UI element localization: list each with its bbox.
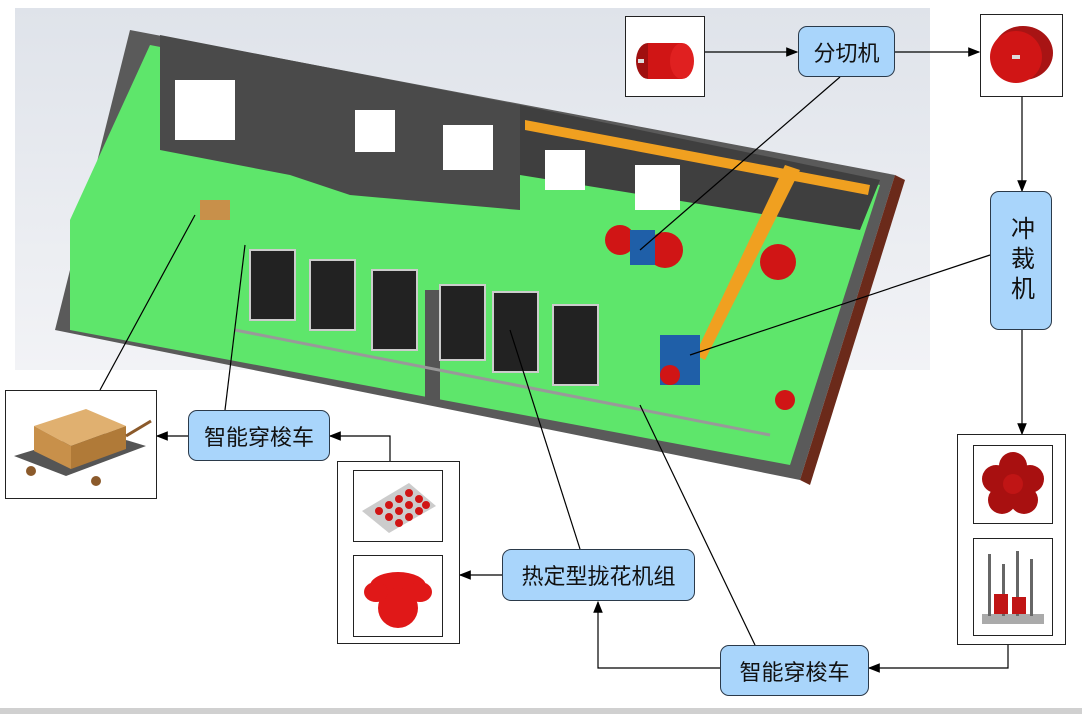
punch-fixture-image — [973, 538, 1053, 636]
slitter-label: 分切机 — [798, 26, 895, 77]
heat-setting-unit-label: 热定型拢花机组 — [502, 549, 695, 601]
shuttle-car-left-label: 智能穿梭车 — [188, 410, 330, 461]
slit-roll-image — [980, 14, 1063, 97]
punch-machine-label: 冲裁机 — [990, 191, 1052, 330]
factory-layout-render — [55, 30, 905, 485]
shuttle-car-bottom-label: 智能穿梭车 — [720, 645, 869, 696]
raw-roll-image — [625, 16, 705, 97]
product-images-group — [337, 461, 460, 644]
boxes-cart-image — [5, 390, 157, 499]
brick-wall — [800, 175, 905, 485]
back-wall — [160, 35, 520, 210]
heat-setting-machines — [249, 249, 599, 386]
flower-blank-image — [973, 445, 1053, 524]
punched-parts-group — [957, 434, 1066, 645]
bottom-border — [0, 708, 1082, 714]
tray-of-flowers-image — [353, 470, 443, 542]
formed-flower-image — [353, 555, 443, 637]
